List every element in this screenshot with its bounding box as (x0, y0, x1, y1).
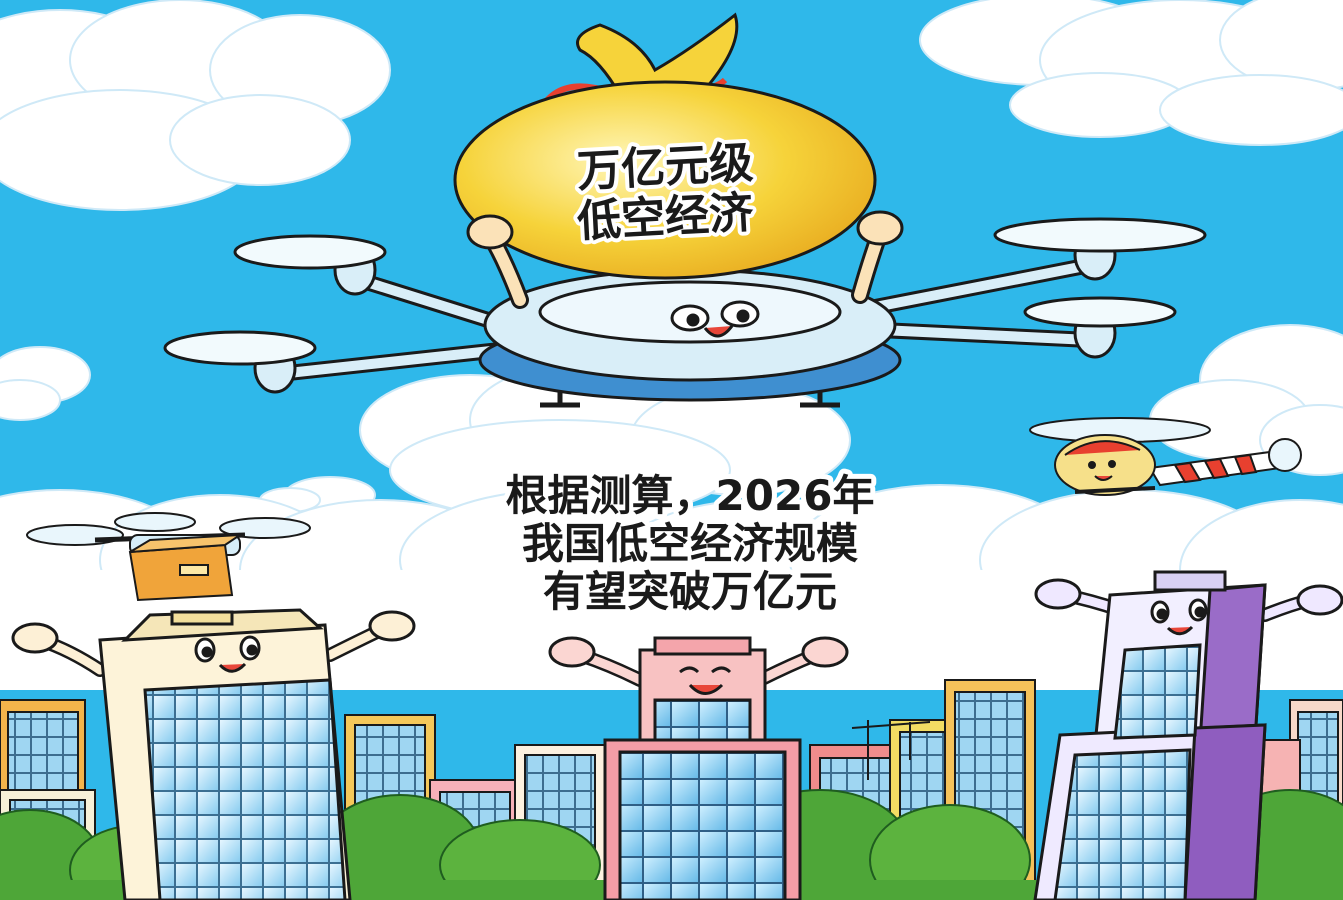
cloud-mid-left (0, 346, 91, 421)
cloud-top-right (919, 0, 1343, 146)
caption-line1: 根据测算，2026年 (506, 471, 875, 520)
money-bag (453, 12, 904, 280)
caption-text: 根据测算，2026年 我国低空经济规模 有望突破万亿元 (501, 466, 880, 621)
bag-label-line2: 低空经济 (576, 187, 755, 247)
money-bag-label: 万亿元级 低空经济 (572, 133, 759, 251)
cloud-mid-right (1149, 324, 1343, 476)
building-right-mascot (1033, 570, 1343, 900)
cloud-top-left (0, 0, 391, 211)
helicopter-mascot (1029, 417, 1302, 496)
delivery-drone (26, 512, 311, 602)
building-center-mascot (548, 636, 849, 900)
caption-line2: 我国低空经济规模 (522, 519, 858, 568)
parcel-box (128, 533, 244, 602)
caption-line3: 有望突破万亿元 (543, 567, 837, 616)
building-left-mascot (11, 608, 416, 900)
construction-crane (851, 720, 931, 780)
